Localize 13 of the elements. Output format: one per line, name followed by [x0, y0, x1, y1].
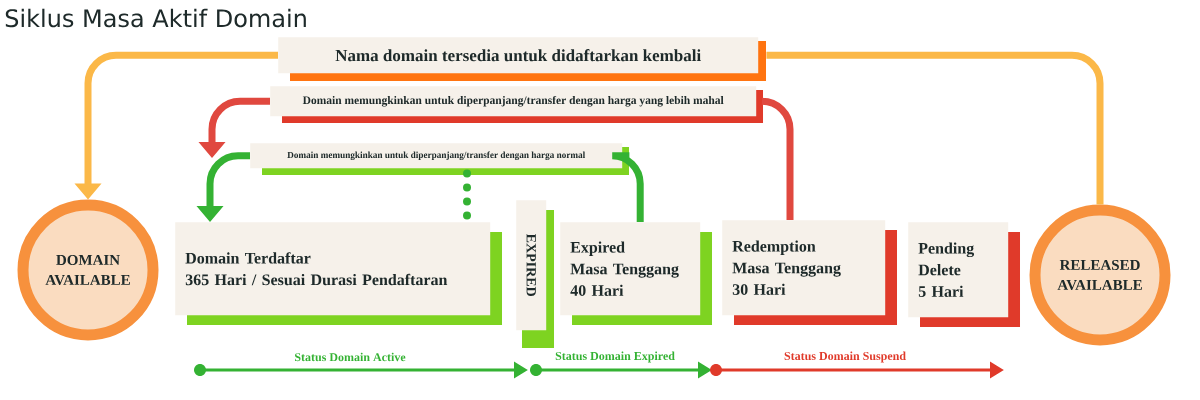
- status-label: Status Domain Suspend: [784, 351, 906, 363]
- stage-box: Expired Masa Tenggang 40 Hari: [560, 222, 712, 325]
- note-banner: Nama domain tersedia untuk didaftarkan kembali: [278, 37, 766, 81]
- note-banner: Domain memungkinkan untuk diperpanjang/transfer dengan harga normal: [250, 143, 629, 175]
- status-label: Status Domain Active: [295, 352, 406, 362]
- stage-box: Redemption Masa Tenggang 30 Hari: [722, 220, 897, 325]
- stage-box: Pending Delete 5 Hari: [908, 222, 1020, 327]
- stage-box: Domain Terdaftar 365 Hari / Sesuai Durasi Pendaftaran: [175, 222, 502, 325]
- stage-box: EXPIRED: [516, 200, 554, 348]
- connector-line: [463, 169, 471, 222]
- status-label: Status Domain Expired: [555, 351, 675, 363]
- note-banner: Domain memungkinkan untuk diperpanjang/transfer dengan harga yang lebih mahal: [270, 86, 763, 123]
- title: Siklus Masa Aktif Domain: [5, 8, 306, 28]
